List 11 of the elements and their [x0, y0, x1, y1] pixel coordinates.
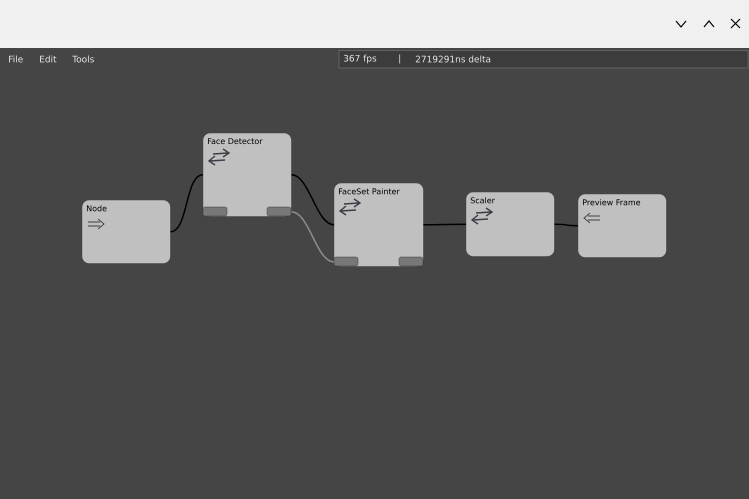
- connector: [291, 174, 334, 226]
- status-text: 367 fps: [344, 54, 376, 64]
- menu-item: File: [9, 56, 23, 62]
- menu-item: Tools: [72, 56, 94, 62]
- connector: [423, 223, 466, 226]
- connector: [554, 223, 578, 226]
- status-text: |: [399, 54, 400, 64]
- menu-item: Edit: [40, 56, 56, 62]
- connector: [170, 174, 204, 232]
- status-text: 2719291ns delta: [416, 56, 490, 62]
- connector: [291, 211, 334, 263]
